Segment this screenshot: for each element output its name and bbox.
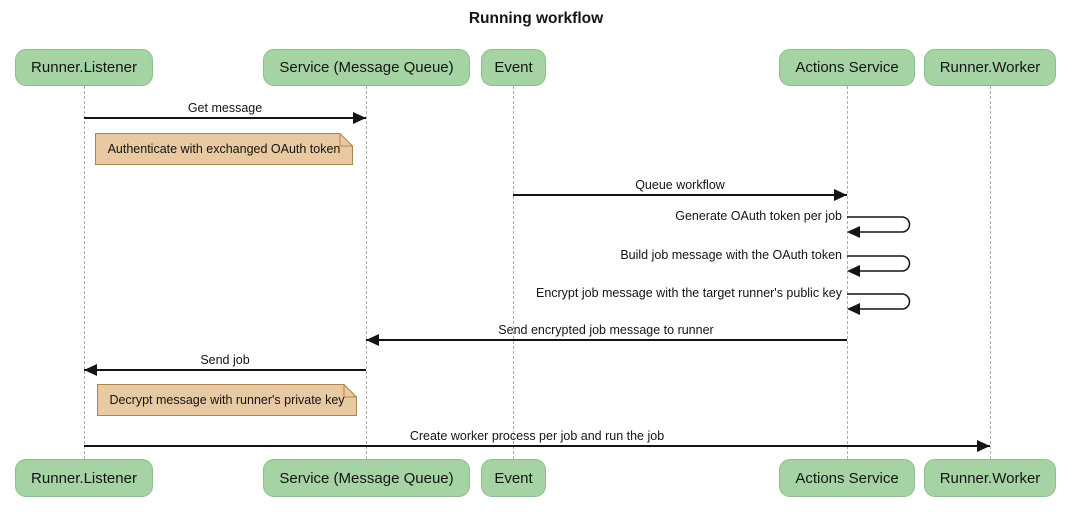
message-arrow-line	[84, 445, 990, 447]
message-label-send-job: Send job	[200, 353, 250, 367]
message-arrow-line	[513, 194, 847, 196]
participant-top-event: Event	[481, 49, 546, 86]
diagram-title: Running workflow	[468, 10, 604, 27]
lifeline-runner-listener	[84, 86, 85, 459]
participant-label: Actions Service	[795, 59, 899, 76]
arrowhead-icon	[366, 334, 379, 346]
message-label-create-worker: Create worker process per job and run th…	[409, 429, 665, 443]
lifeline-actions-service	[847, 86, 848, 459]
arrowhead-icon	[353, 112, 366, 124]
message-arrow-line	[84, 117, 366, 119]
participant-bottom-service-message-queue: Service (Message Queue)	[263, 459, 470, 497]
note-shape	[97, 384, 357, 416]
note-decrypt: Decrypt message with runner's private ke…	[97, 384, 357, 416]
participant-top-runner-worker: Runner.Worker	[924, 49, 1056, 86]
arrowhead-icon	[834, 189, 847, 201]
lifeline-service-message-queue	[366, 86, 367, 459]
participant-label: Service (Message Queue)	[279, 59, 454, 76]
message-label-encrypt-job-message: Encrypt job message with the target runn…	[535, 286, 842, 300]
arrowhead-icon	[84, 364, 97, 376]
participant-top-runner-listener: Runner.Listener	[15, 49, 153, 86]
participant-top-service-message-queue: Service (Message Queue)	[263, 49, 470, 86]
self-loop-arrow	[847, 216, 911, 238]
participant-label: Event	[494, 59, 533, 76]
participant-top-actions-service: Actions Service	[779, 49, 915, 86]
participant-label: Event	[494, 469, 533, 487]
self-loop-arrow	[847, 255, 911, 277]
participant-bottom-event: Event	[481, 459, 546, 497]
participant-label: Runner.Listener	[31, 59, 137, 76]
participant-label: Runner.Listener	[31, 469, 137, 487]
participant-bottom-runner-worker: Runner.Worker	[924, 459, 1056, 497]
message-label-build-job-message: Build job message with the OAuth token	[620, 248, 842, 262]
lifeline-event	[513, 86, 514, 459]
message-arrow-line	[366, 339, 847, 341]
message-label-send-encrypted: Send encrypted job message to runner	[498, 323, 714, 337]
note-shape	[95, 133, 353, 165]
arrowhead-icon	[977, 440, 990, 452]
self-loop-arrow	[847, 293, 911, 315]
note-text: Decrypt message with runner's private ke…	[109, 393, 345, 407]
note-authenticate: Authenticate with exchanged OAuth token	[95, 133, 353, 165]
participant-label: Runner.Worker	[939, 469, 1041, 487]
message-label-generate-oauth-token: Generate OAuth token per job	[675, 209, 842, 223]
participant-label: Service (Message Queue)	[279, 469, 454, 487]
participant-bottom-actions-service: Actions Service	[779, 459, 915, 497]
message-arrow-line	[84, 369, 366, 371]
message-label-get-message: Get message	[187, 101, 263, 115]
note-text: Authenticate with exchanged OAuth token	[107, 142, 341, 156]
participant-label: Actions Service	[795, 469, 899, 487]
lifeline-runner-worker	[990, 86, 991, 459]
message-label-queue-workflow: Queue workflow	[635, 178, 725, 192]
participant-label: Runner.Worker	[939, 59, 1041, 76]
participant-bottom-runner-listener: Runner.Listener	[15, 459, 153, 497]
